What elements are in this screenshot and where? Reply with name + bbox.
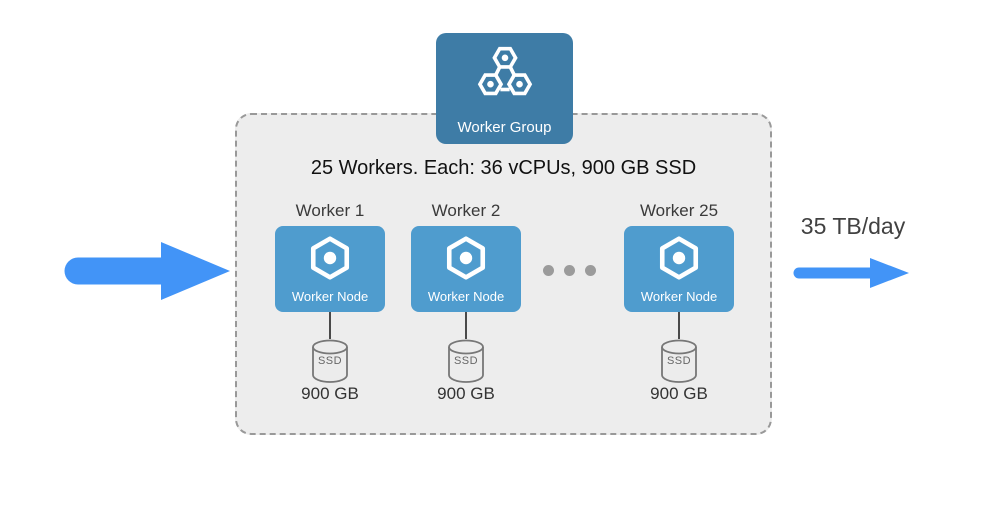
- ssd-cylinder-icon: [312, 339, 348, 383]
- disk-size-label: 900 GB: [437, 384, 495, 403]
- worker-group-icon: [477, 46, 532, 96]
- outflow-arrow-icon: [793, 258, 909, 288]
- spec-text: 25 Workers. Each: 36 vCPUs, 900 GB SSD: [310, 157, 697, 179]
- disk-size-label: 900 GB: [301, 384, 359, 403]
- worker-title: Worker 25: [639, 201, 719, 220]
- ssd-label: SSD: [317, 355, 343, 367]
- ellipsis-dots: [543, 265, 596, 276]
- worker-node-label: Worker Node: [291, 289, 369, 304]
- ssd-label: SSD: [453, 355, 479, 367]
- worker-title: Worker 1: [295, 201, 365, 220]
- hexagon-node-icon: [446, 236, 486, 280]
- worker-node-label: Worker Node: [640, 289, 718, 304]
- ssd-label: SSD: [666, 355, 692, 367]
- worker-column-25: Worker 25 Worker Node SSD 900 GB: [624, 201, 734, 406]
- ssd-disk: SSD: [446, 338, 486, 384]
- worker-node-box: Worker Node: [275, 226, 385, 312]
- worker-column-1: Worker 1 Worker Node SSD 900 GB: [275, 201, 385, 406]
- ellipsis-dot: [564, 265, 575, 276]
- worker-node-box: Worker Node: [624, 226, 734, 312]
- worker-node-box: Worker Node: [411, 226, 521, 312]
- disk-size-label: 900 GB: [650, 384, 708, 403]
- ssd-disk: SSD: [659, 338, 699, 384]
- worker-column-2: Worker 2 Worker Node SSD 900 GB: [411, 201, 521, 406]
- inflow-arrow-icon: [64, 242, 230, 300]
- worker-node-label: Worker Node: [427, 289, 505, 304]
- node-disk-connector: [678, 312, 680, 339]
- hexagon-node-icon: [659, 236, 699, 280]
- worker-title: Worker 2: [431, 201, 501, 220]
- ellipsis-dot: [543, 265, 554, 276]
- node-disk-connector: [329, 312, 331, 339]
- ssd-cylinder-icon: [448, 339, 484, 383]
- worker-group-box: Worker Group: [436, 33, 573, 144]
- throughput-label: 35 TB/day: [800, 213, 906, 239]
- node-disk-connector: [465, 312, 467, 339]
- ssd-cylinder-icon: [661, 339, 697, 383]
- worker-group-label: Worker Group: [457, 119, 552, 136]
- ellipsis-dot: [585, 265, 596, 276]
- hexagon-node-icon: [310, 236, 350, 280]
- ssd-disk: SSD: [310, 338, 350, 384]
